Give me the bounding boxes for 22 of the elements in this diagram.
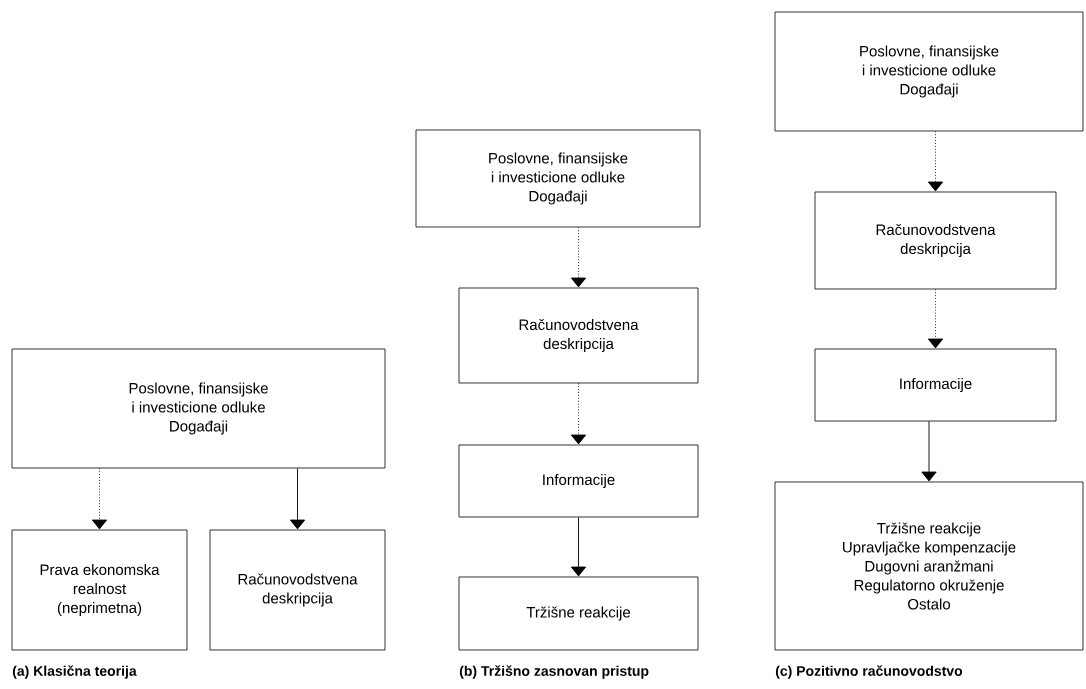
process-box: Poslovne, finansijske i investicione odluke Događaji xyxy=(11,348,386,469)
process-box: Tržišne reakcije Upravljačke kompenzacije Dugovni aranžmani Regulatorno okruženje Ostalo xyxy=(774,481,1084,651)
arrow xyxy=(289,467,306,530)
caption: (c) Pozitivno računovodstvo xyxy=(775,665,963,679)
process-box: Prava ekonomska realnost (neprimetna) xyxy=(11,529,188,651)
arrow xyxy=(570,516,587,577)
arrow xyxy=(570,382,587,445)
process-box: Poslovne, finansijske i investicione odluke Događaji xyxy=(774,11,1084,132)
arrow xyxy=(921,420,937,482)
process-box: Računovodstvena deskripcija xyxy=(209,529,386,651)
arrow xyxy=(91,467,108,530)
process-box: Tržišne reakcije xyxy=(458,576,699,651)
process-box: Informacije xyxy=(458,444,699,518)
process-box: Računovodstvena deskripcija xyxy=(814,191,1057,290)
arrow xyxy=(927,130,944,192)
arrow xyxy=(927,288,944,349)
process-box: Informacije xyxy=(814,348,1057,422)
arrow xyxy=(570,226,587,288)
process-box: Računovodstvena deskripcija xyxy=(458,287,699,384)
process-box: Poslovne, finansijske i investicione odluke Događaji xyxy=(415,129,701,228)
caption: (a) Klasična teorija xyxy=(12,665,137,679)
caption: (b) Tržišno zasnovan pristup xyxy=(459,665,649,679)
